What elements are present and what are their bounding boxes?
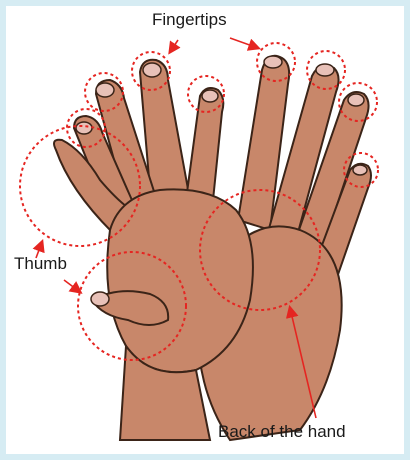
nail xyxy=(91,292,109,306)
thumb-label: Thumb xyxy=(14,254,67,274)
fingertips-arrow-left xyxy=(170,40,178,52)
nail xyxy=(353,165,367,175)
nail xyxy=(202,90,218,102)
nail xyxy=(96,83,114,97)
nail xyxy=(264,56,282,68)
nail xyxy=(143,63,161,77)
back-of-hand-label: Back of the hand xyxy=(218,422,346,442)
nail xyxy=(316,64,334,76)
nail xyxy=(348,94,364,106)
fingertips-arrow-right xyxy=(230,38,258,48)
nail xyxy=(76,122,92,134)
fingertips-label: Fingertips xyxy=(152,10,227,30)
thumb-arrow-down xyxy=(64,280,80,292)
